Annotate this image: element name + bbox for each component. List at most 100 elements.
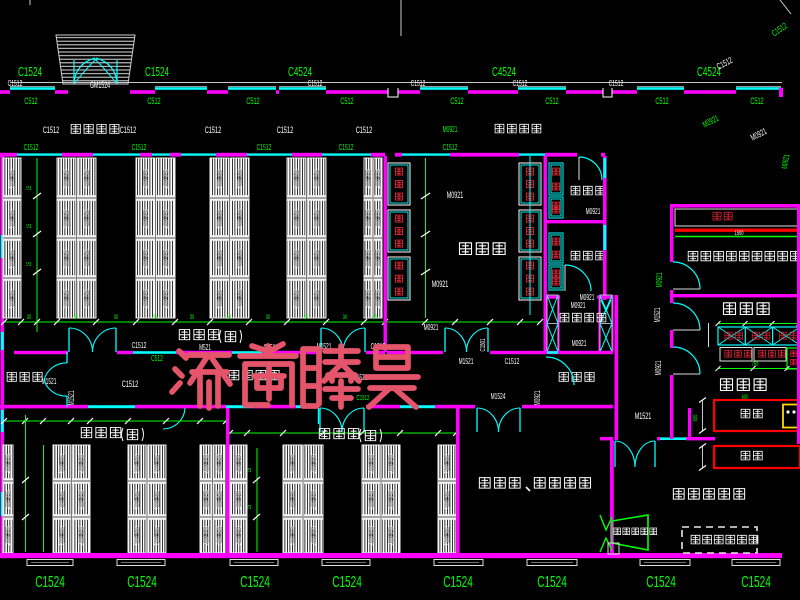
svg-text:240B: 240B <box>143 289 149 297</box>
svg-text:240B: 240B <box>238 289 244 297</box>
svg-text:2000: 2000 <box>294 219 300 228</box>
svg-text:240B: 240B <box>294 289 300 297</box>
svg-text:240B: 240B <box>143 209 149 217</box>
svg-text:240B: 240B <box>164 289 170 297</box>
svg-text:2000: 2000 <box>204 464 210 473</box>
svg-text:C1524: C1524 <box>443 574 473 591</box>
svg-text:240B: 240B <box>366 249 372 257</box>
svg-text:600: 600 <box>693 414 699 421</box>
svg-text:2000: 2000 <box>291 536 297 545</box>
svg-text:C1501: C1501 <box>480 338 487 351</box>
svg-text:2000: 2000 <box>217 500 223 509</box>
svg-text:240B: 240B <box>311 490 317 498</box>
svg-text:2000: 2000 <box>10 179 16 188</box>
svg-text:2000: 2000 <box>164 219 170 228</box>
svg-text:C1512: C1512 <box>609 79 624 88</box>
svg-text:2000: 2000 <box>369 500 375 509</box>
svg-text:C1512: C1512 <box>132 143 147 152</box>
svg-text:240B: 240B <box>366 289 372 297</box>
svg-text:2000: 2000 <box>217 179 223 188</box>
svg-text:2000: 2000 <box>238 219 244 228</box>
svg-text:C512: C512 <box>24 96 37 106</box>
svg-text:C4524: C4524 <box>492 64 516 79</box>
svg-text:2000: 2000 <box>315 259 321 268</box>
svg-text:240B: 240B <box>217 209 223 217</box>
svg-text:15: 15 <box>27 223 33 228</box>
svg-text:240B: 240B <box>204 490 210 498</box>
svg-text:240B: 240B <box>204 454 210 462</box>
svg-text:2000: 2000 <box>217 464 223 473</box>
svg-text:240B: 240B <box>366 209 372 217</box>
svg-text:2000: 2000 <box>389 464 395 473</box>
svg-text:M0921: M0921 <box>586 207 601 216</box>
svg-text:240B: 240B <box>64 289 70 297</box>
svg-text:240B: 240B <box>60 526 66 534</box>
svg-text:2000: 2000 <box>6 464 12 473</box>
svg-text:240B: 240B <box>315 249 321 257</box>
svg-text:240B: 240B <box>376 169 382 177</box>
svg-text:2000: 2000 <box>311 500 317 509</box>
svg-text:C1512: C1512 <box>357 395 370 402</box>
svg-text:2000: 2000 <box>85 179 91 188</box>
svg-text:C1512: C1512 <box>339 143 354 152</box>
svg-text:240B: 240B <box>376 249 382 257</box>
svg-text:M0921: M0921 <box>447 190 464 200</box>
svg-text:240B: 240B <box>315 289 321 297</box>
svg-text:2000: 2000 <box>445 536 451 545</box>
svg-text:30: 30 <box>114 315 119 321</box>
svg-text:2000: 2000 <box>155 464 161 473</box>
svg-text:2000: 2000 <box>164 179 170 188</box>
svg-text:C1524: C1524 <box>332 574 362 591</box>
svg-text:240B: 240B <box>376 289 382 297</box>
svg-text:15: 15 <box>27 261 33 266</box>
svg-text:2000: 2000 <box>164 299 170 308</box>
svg-text:C1512: C1512 <box>513 79 528 88</box>
svg-text:2000: 2000 <box>204 500 210 509</box>
svg-text:C1512: C1512 <box>8 79 23 88</box>
svg-text:240B: 240B <box>369 454 375 462</box>
svg-text:C1524: C1524 <box>145 64 169 79</box>
svg-text:C1512: C1512 <box>132 341 147 350</box>
svg-text:C512: C512 <box>750 96 763 106</box>
svg-text:240B: 240B <box>376 209 382 217</box>
svg-text:240B: 240B <box>315 169 321 177</box>
svg-text:2000: 2000 <box>60 536 66 545</box>
svg-text:C512: C512 <box>655 96 668 106</box>
svg-text:240B: 240B <box>85 209 91 217</box>
svg-text:2000: 2000 <box>291 500 297 509</box>
svg-text:240B: 240B <box>135 526 141 534</box>
svg-text:M521: M521 <box>199 343 211 352</box>
svg-text:240B: 240B <box>85 289 91 297</box>
svg-text:2000: 2000 <box>64 259 70 268</box>
svg-text:C512: C512 <box>450 96 463 106</box>
svg-text:240B: 240B <box>238 169 244 177</box>
svg-text:2000: 2000 <box>238 299 244 308</box>
svg-text:2000: 2000 <box>143 299 149 308</box>
svg-text:M1524: M1524 <box>491 392 506 401</box>
svg-text:2000: 2000 <box>60 464 66 473</box>
svg-text:2000: 2000 <box>294 259 300 268</box>
svg-text:240B: 240B <box>64 169 70 177</box>
svg-text:2000: 2000 <box>135 464 141 473</box>
svg-text:240B: 240B <box>60 454 66 462</box>
svg-text:240B: 240B <box>445 490 451 498</box>
svg-text:C1512: C1512 <box>443 143 458 152</box>
svg-text:30: 30 <box>304 315 309 321</box>
svg-text:M0921: M0921 <box>580 293 595 302</box>
svg-text:M0921: M0921 <box>654 360 663 375</box>
svg-text:2000: 2000 <box>79 536 85 545</box>
svg-text:2000: 2000 <box>143 179 149 188</box>
svg-text:C1512: C1512 <box>24 143 39 152</box>
svg-text:M0921: M0921 <box>424 323 439 332</box>
svg-text:2000: 2000 <box>217 536 223 545</box>
svg-text:240B: 240B <box>237 490 243 498</box>
svg-text:2000: 2000 <box>311 536 317 545</box>
svg-text:240B: 240B <box>6 526 12 534</box>
svg-text:240B: 240B <box>135 454 141 462</box>
svg-text:240B: 240B <box>85 169 91 177</box>
svg-text:2000: 2000 <box>376 179 382 188</box>
svg-text:2000: 2000 <box>64 299 70 308</box>
svg-text:30: 30 <box>373 315 378 321</box>
svg-text:C1512: C1512 <box>277 125 294 135</box>
svg-text:240B: 240B <box>237 454 243 462</box>
